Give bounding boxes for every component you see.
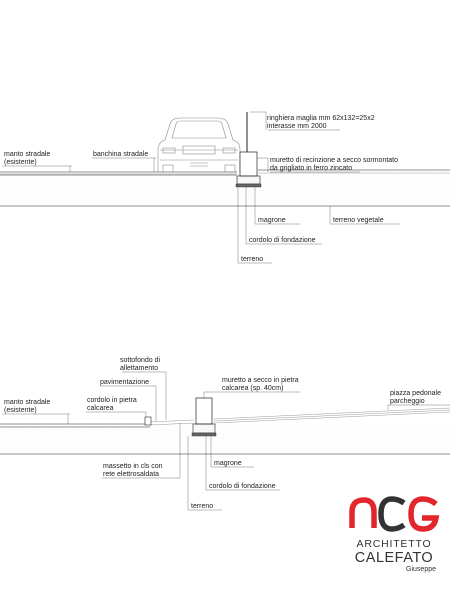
acg-logo-mark [349, 496, 440, 532]
label-piazza-1: piazza pedonale [390, 390, 441, 397]
bottom-leaders [2, 371, 450, 511]
top-ground [0, 169, 450, 207]
label-muretto-2: da grigliato in ferro zincato [270, 165, 352, 172]
label-ringhiera-1: ringhiera maglia mm 62x132=25x2 [267, 115, 375, 122]
label-terreno: terreno [241, 256, 263, 263]
car-outline [157, 117, 241, 173]
label-massetto-1: massetto in cls con [103, 463, 163, 470]
logo-letter-a [349, 497, 377, 528]
top-magrone [235, 183, 262, 188]
architect-logo: ARCHITETTO CALEFATO Giuseppe [348, 494, 440, 578]
label-terreno-b: terreno [191, 503, 213, 510]
bottom-wall [144, 397, 217, 437]
label-manto-b-1: manto stradale [4, 399, 50, 406]
top-muretto [239, 151, 258, 177]
label-magrone: magrone [258, 217, 286, 224]
top-section: ringhiera maglia mm 62x132=25x2 interass… [0, 111, 450, 264]
bottom-section: sottofondo di allettamento pavimentazion… [0, 357, 450, 511]
label-ringhiera-2: interasse mm 2000 [267, 123, 327, 130]
label-sottofondo-2: allettamento [120, 365, 158, 372]
label-terreno-vegetale: terreno vegetale [333, 217, 384, 224]
top-cordolo [236, 175, 261, 185]
label-cordolo-pietra-2: calcarea [87, 405, 114, 412]
bottom-muretto [195, 397, 213, 425]
label-massetto-2: rete elettrosaldata [103, 471, 159, 478]
top-wall [235, 112, 262, 188]
label-cordolo: cordolo di fondazione [249, 237, 316, 244]
logo-line2: CALEFATO [354, 549, 434, 566]
bottom-cordolo [192, 423, 216, 434]
logo-letter-g [408, 496, 440, 532]
label-muretto-1: muretto di recinzione a secco sormontato [270, 157, 398, 164]
top-leaders [2, 111, 400, 264]
label-manto-2: (esistente) [4, 159, 37, 166]
label-magrone-b: magrone [214, 460, 242, 467]
label-pavimentazione: pavimentazione [100, 379, 149, 386]
label-banchina: banchina stradale [93, 151, 148, 158]
label-manto-b-2: (esistente) [4, 407, 37, 414]
label-manto-1: manto stradale [4, 151, 50, 158]
cordolo-pietra [144, 416, 152, 426]
bottom-ground [0, 407, 450, 455]
label-piazza-2: parcheggio [390, 398, 425, 405]
label-cordolo-pietra-1: cordolo in pietra [87, 397, 137, 404]
logo-letter-c [378, 496, 406, 532]
bottom-magrone [191, 432, 217, 437]
logo-line1: ARCHITETTO [356, 538, 432, 550]
label-muretto-pietra-2: calcarea (sp. 40cm) [222, 385, 283, 392]
label-cordolo-b: cordolo di fondazione [209, 483, 276, 490]
label-muretto-pietra-1: muretto a secco in pietra [222, 377, 299, 384]
logo-line3: Giuseppe [406, 566, 436, 573]
label-sottofondo-1: sottofondo di [120, 357, 161, 364]
